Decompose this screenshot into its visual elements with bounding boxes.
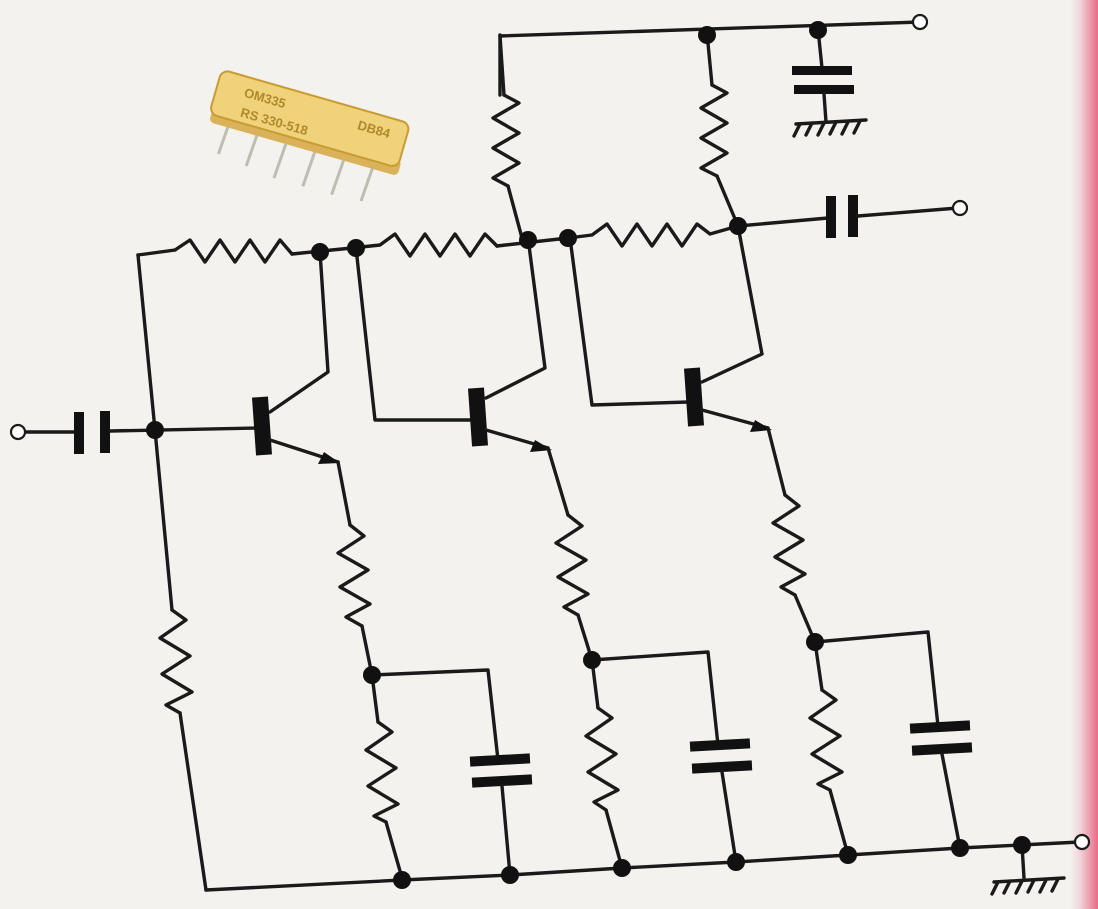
resistor-r-top-right [699, 83, 729, 178]
ground-symbol-bottom [990, 876, 1066, 896]
resistor-network-photo: OM335 DB84 RS 330-518 [210, 70, 410, 202]
transistor-q1 [251, 396, 273, 456]
resistor-q2-emitter-upper [554, 513, 590, 617]
resistor-q1-emitter-lower [364, 720, 400, 824]
supply-terminal [911, 13, 929, 31]
bias-left-vertical [136, 253, 157, 432]
resistor-q3-emitter-upper [771, 493, 807, 597]
resistor-q1-emitter-upper [336, 523, 372, 628]
resistor-r-top-left [491, 93, 521, 188]
capacitor-q1-bypass [469, 753, 531, 767]
ground-rail [204, 840, 1082, 892]
output-terminal [951, 199, 969, 217]
decoupling-capacitor [792, 66, 852, 75]
resistor-bias-lower [158, 608, 194, 715]
transistor-q2 [467, 387, 489, 447]
resistor-feedback-3 [566, 222, 740, 248]
input-terminal [9, 423, 27, 441]
page-edge [1070, 0, 1098, 909]
ground-symbol-top [792, 118, 868, 138]
resistor-q2-emitter-lower [584, 706, 620, 812]
resistor-q3-emitter-lower [808, 688, 844, 792]
capacitor-q2-bypass [689, 738, 751, 752]
input-capacitor [74, 412, 84, 454]
ground-terminal [1073, 833, 1091, 851]
resistor-feedback-2 [350, 232, 499, 258]
transistor-q3 [683, 367, 705, 427]
junction-dots [146, 21, 1031, 889]
resistor-feedback-1 [173, 238, 294, 264]
capacitor-q3-bypass [909, 720, 971, 734]
supply-left-drop [498, 34, 506, 97]
output-capacitor [826, 196, 836, 238]
